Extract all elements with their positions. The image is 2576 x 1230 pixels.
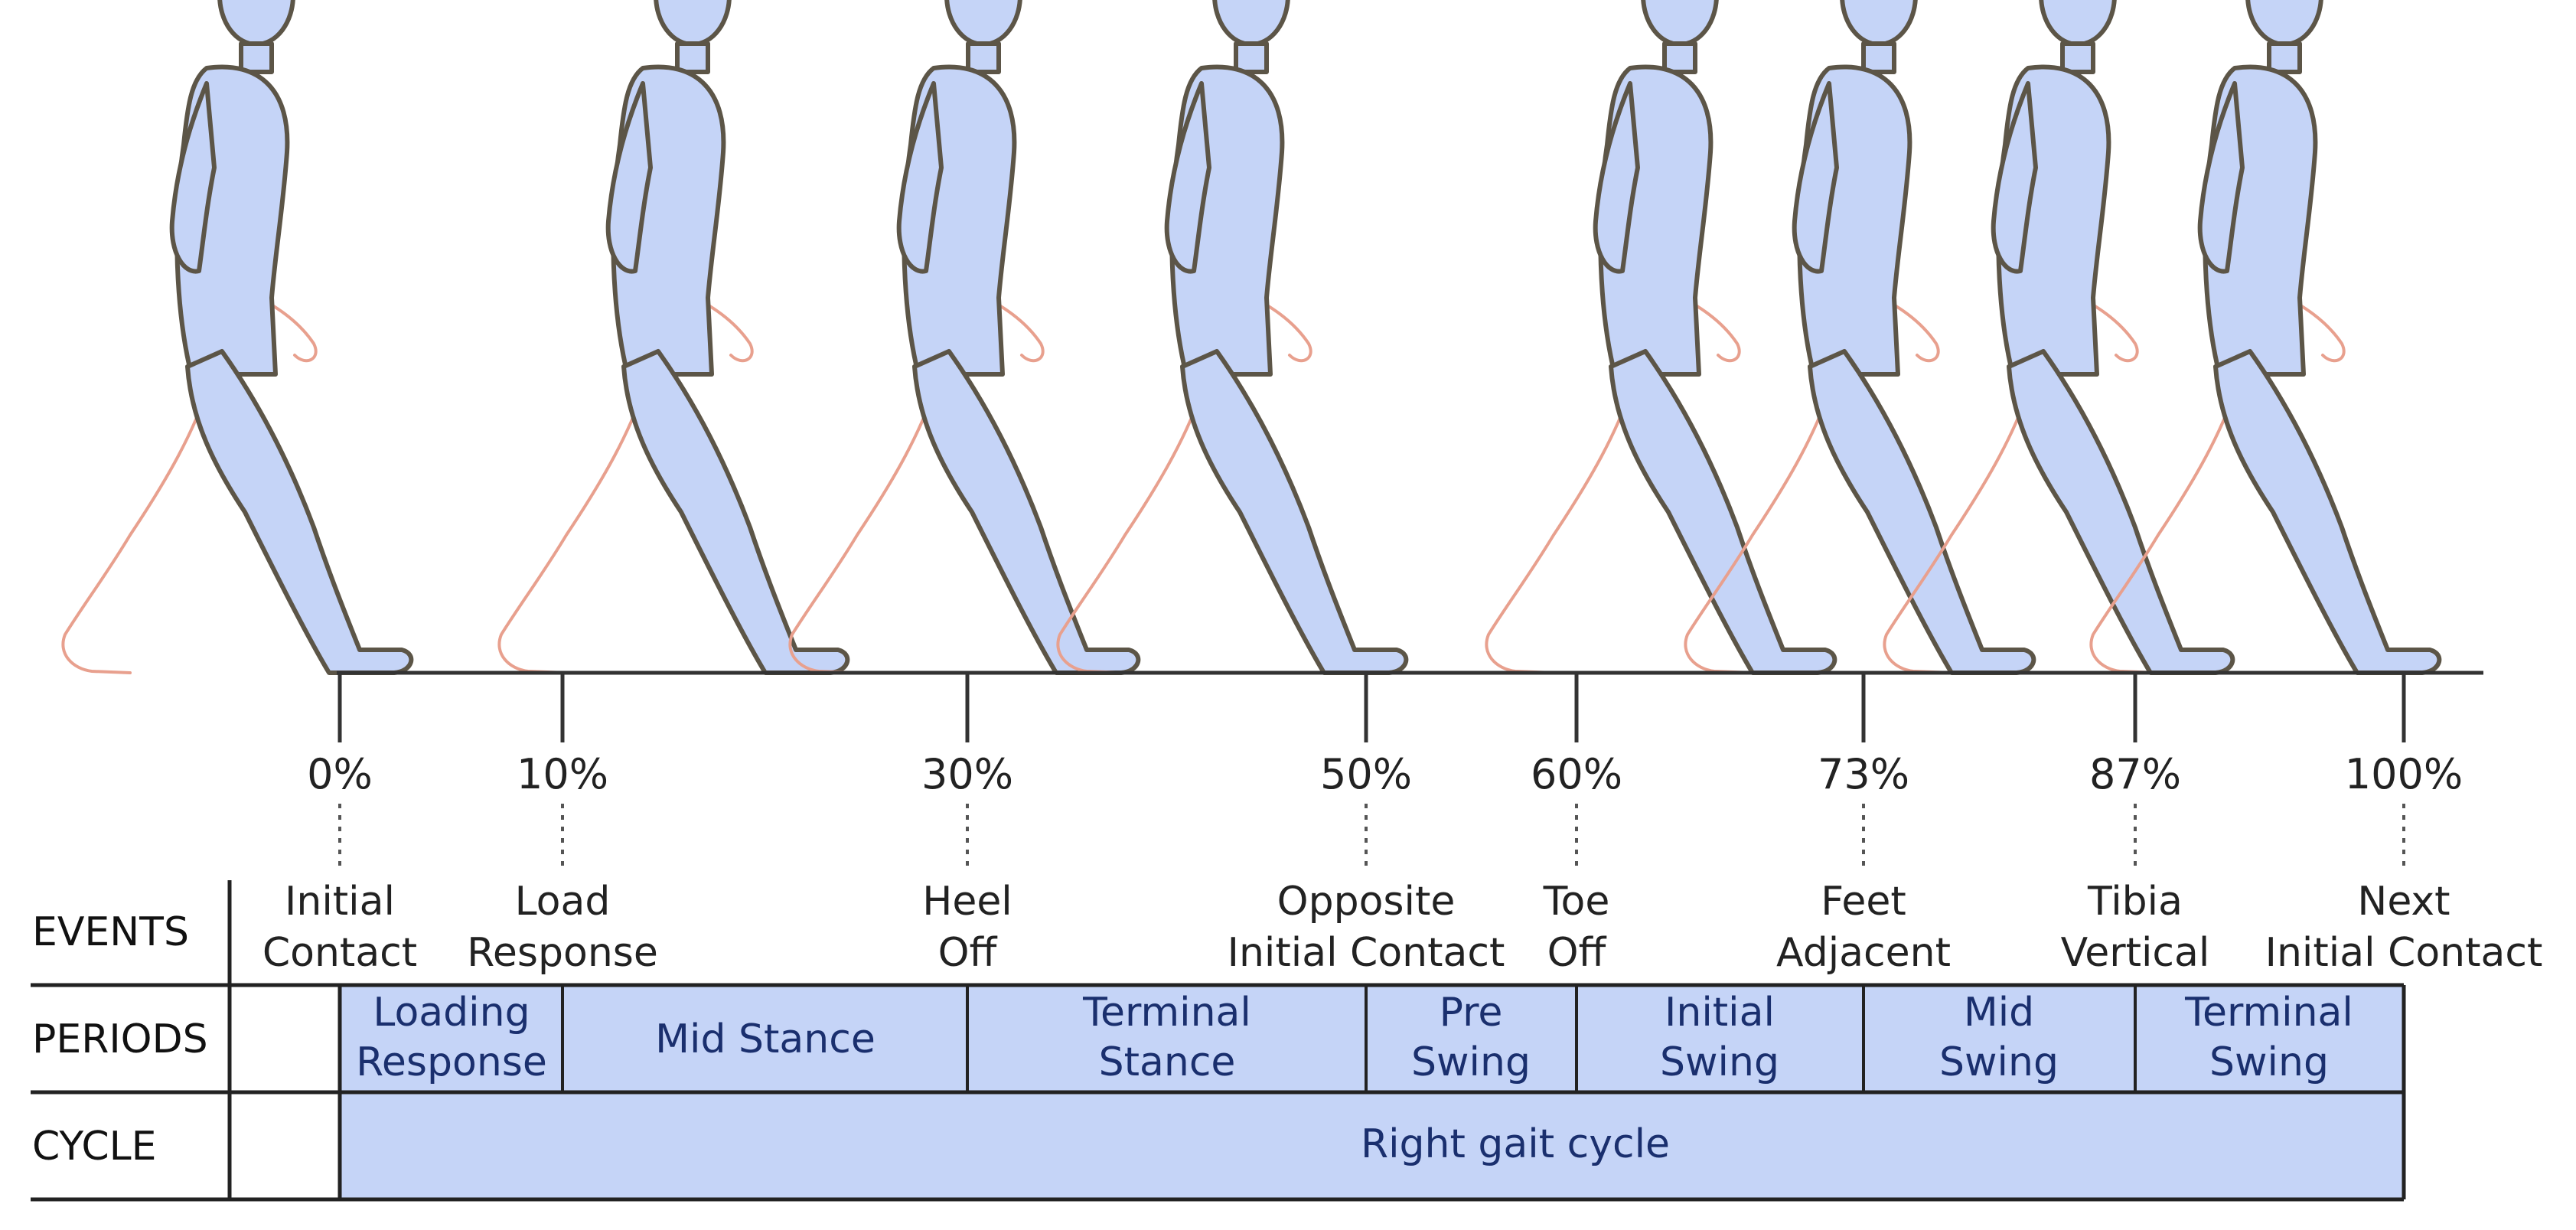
percent-label: 73% xyxy=(1818,750,1909,798)
period-label: Mid Stance xyxy=(655,1016,876,1062)
event-label-line2: Adjacent xyxy=(1776,930,1951,976)
event-label-line2: Vertical xyxy=(2061,930,2210,976)
percent-label: 10% xyxy=(517,750,608,798)
gait-table: EVENTS PERIODS CYCLE Loading Response Mi… xyxy=(31,880,2406,1202)
event-label-line1: Tibia xyxy=(2087,879,2183,925)
percent-label: 0% xyxy=(307,750,373,798)
event-label-line2: Off xyxy=(1547,930,1607,976)
event-label-line1: Next xyxy=(2357,879,2450,925)
row-label-cycle: CYCLE xyxy=(32,1124,156,1170)
event-label-line1: Heel xyxy=(922,879,1012,925)
timeline-marker: 73% Feet Adjacent xyxy=(1776,673,1951,976)
period-label-line2: Swing xyxy=(1411,1039,1531,1085)
event-label-line2: Initial Contact xyxy=(2265,930,2543,976)
timeline-marker: 50% Opposite Initial Contact xyxy=(1228,673,1505,976)
timeline-marker: 87% Tibia Vertical xyxy=(2061,673,2210,976)
walking-figure xyxy=(1058,0,1406,673)
timeline-marker: 10% Load Response xyxy=(467,673,658,976)
timeline-marker: 100% Next Initial Contact xyxy=(2265,673,2543,976)
timeline-marker: 30% Heel Off xyxy=(921,673,1013,976)
percent-label: 100% xyxy=(2345,750,2463,798)
walking-figures xyxy=(63,0,2439,673)
percent-label: 87% xyxy=(2089,750,2181,798)
cycle-label: Right gait cycle xyxy=(1361,1121,1670,1167)
percent-label: 60% xyxy=(1531,750,1622,798)
row-label-periods: PERIODS xyxy=(32,1016,208,1062)
event-label-line1: Load xyxy=(515,879,611,925)
event-label-line2: Contact xyxy=(262,930,417,976)
period-label-line2: Swing xyxy=(2209,1039,2329,1085)
event-label-line2: Off xyxy=(938,930,998,976)
period-label-line2: Response xyxy=(356,1039,547,1085)
periods-band xyxy=(340,985,2404,1092)
period-label-line1: Loading xyxy=(373,990,530,1036)
event-label-line1: Feet xyxy=(1821,879,1906,925)
event-label-line1: Initial xyxy=(285,879,395,925)
event-label-line2: Initial Contact xyxy=(1228,930,1505,976)
timeline: 0% Initial Contact 10% Load Response 30%… xyxy=(262,673,2543,976)
timeline-marker: 0% Initial Contact xyxy=(262,673,417,976)
walking-figure xyxy=(499,0,847,673)
cycle-band xyxy=(340,1092,2404,1199)
period-label-line1: Mid xyxy=(1964,990,2034,1036)
period-label-line1: Initial xyxy=(1665,990,1775,1036)
row-label-events: EVENTS xyxy=(32,909,189,955)
walking-figure xyxy=(1486,0,1834,673)
percent-label: 50% xyxy=(1320,750,1412,798)
event-label-line1: Toe xyxy=(1543,879,1610,925)
period-label-line2: Stance xyxy=(1099,1039,1236,1085)
period-label-line2: Swing xyxy=(1939,1039,2059,1085)
period-label-line1: Terminal xyxy=(1082,990,1251,1036)
walking-figure xyxy=(63,0,411,673)
event-label-line2: Response xyxy=(467,930,658,976)
percent-label: 30% xyxy=(921,750,1013,798)
walking-figure xyxy=(790,0,1138,673)
period-label-line1: Terminal xyxy=(2184,990,2353,1036)
period-label-line2: Swing xyxy=(1660,1039,1779,1085)
timeline-marker: 60% Toe Off xyxy=(1531,673,1622,976)
event-label-line1: Opposite xyxy=(1277,879,1456,925)
period-label-line1: Pre xyxy=(1440,990,1503,1036)
